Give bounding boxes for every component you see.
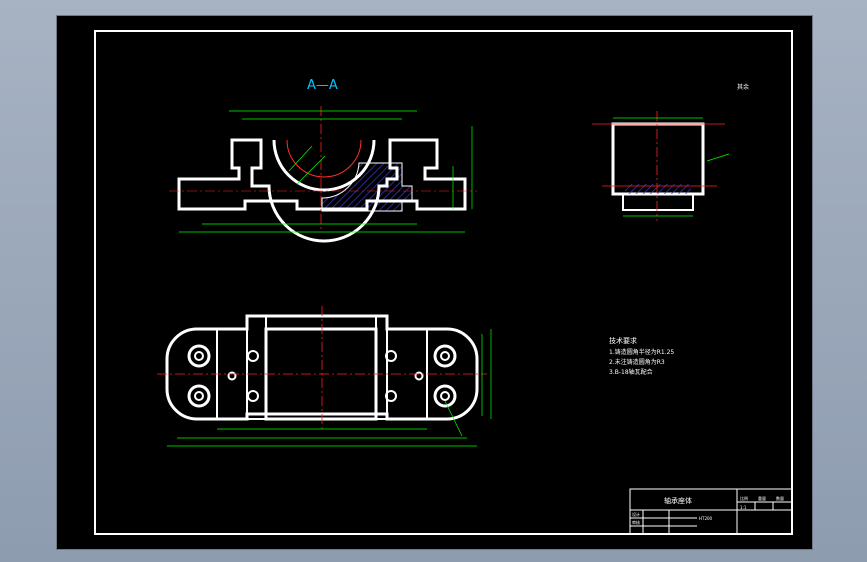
inner-frame: [94, 30, 793, 535]
front-section-view: [169, 106, 477, 243]
bearing-bore: [272, 139, 376, 192]
material: HT200: [699, 516, 713, 521]
roughness-note: 其余: [737, 83, 749, 91]
part-name: 轴承座体: [664, 496, 692, 505]
section-label: A—A: [307, 78, 338, 93]
tech-req-line: 3.B-18轴瓦配合: [609, 368, 653, 376]
title-cell: 重量: [758, 495, 766, 501]
technical-requirements: 技术要求 1.铸造圆角半径为R1.25 2.未注铸造圆角为R3 3.B-18轴瓦…: [609, 336, 674, 376]
front-outline: [177, 138, 467, 243]
title-cell: 设计: [632, 511, 640, 517]
side-view: [592, 111, 730, 221]
cad-canvas: A—A 其余: [94, 30, 793, 535]
tech-req-line: 1.铸造圆角半径为R1.25: [609, 348, 674, 356]
title-cell: 数量: [776, 495, 784, 501]
title-cell: 审核: [632, 519, 640, 525]
tech-req-title: 技术要求: [609, 336, 637, 345]
bore-red-arc: [286, 139, 362, 178]
top-outline: [165, 314, 479, 421]
top-view: [157, 306, 492, 447]
title-cell: 比例: [740, 495, 748, 501]
tech-req-line: 2.未注铸造圆角为R3: [609, 358, 665, 366]
title-block: [629, 488, 793, 535]
cad-drawing-sheet: A—A 其余: [56, 15, 813, 550]
scale-value: 1:1: [740, 505, 747, 510]
